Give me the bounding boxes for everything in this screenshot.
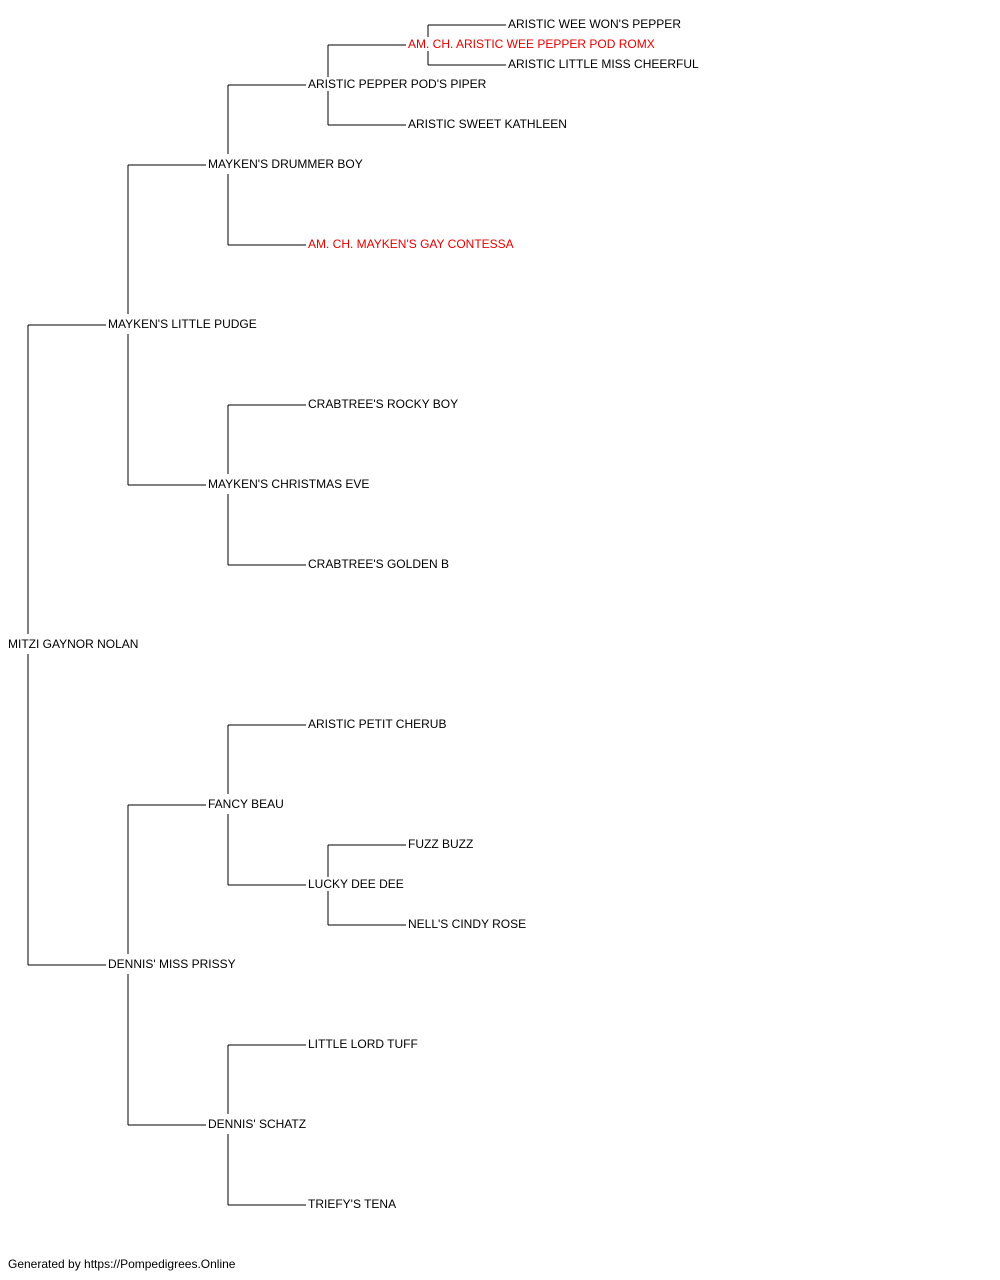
pedigree-node-mayken-s-drummer-boy: MAYKEN'S DRUMMER BOY [208, 157, 363, 171]
pedigree-node-mayken-s-little-pudge: MAYKEN'S LITTLE PUDGE [108, 317, 257, 331]
pedigree-node-aristic-wee-won-s-pepper: ARISTIC WEE WON'S PEPPER [508, 17, 681, 31]
footer-credit: Generated by https://Pompedigrees.Online [8, 1257, 236, 1271]
pedigree-node-am-ch-mayken-s-gay-contessa: AM. CH. MAYKEN'S GAY CONTESSA [308, 237, 514, 251]
pedigree-node-fancy-beau: FANCY BEAU [208, 797, 284, 811]
pedigree-node-am-ch-aristic-wee-pepper-pod-romx: AM. CH. ARISTIC WEE PEPPER POD ROMX [408, 37, 655, 51]
pedigree-node-aristic-sweet-kathleen: ARISTIC SWEET KATHLEEN [408, 117, 567, 131]
pedigree-node-aristic-petit-cherub: ARISTIC PETIT CHERUB [308, 717, 446, 731]
pedigree-node-mitzi-gaynor-nolan: MITZI GAYNOR NOLAN [8, 637, 138, 651]
pedigree-node-crabtree-s-rocky-boy: CRABTREE'S ROCKY BOY [308, 397, 458, 411]
pedigree-node-dennis-miss-prissy: DENNIS' MISS PRISSY [108, 957, 236, 971]
pedigree-node-triefy-s-tena: TRIEFY'S TENA [308, 1197, 396, 1211]
pedigree-node-aristic-pepper-pod-s-piper: ARISTIC PEPPER POD'S PIPER [308, 77, 487, 91]
pedigree-node-crabtree-s-golden-b: CRABTREE'S GOLDEN B [308, 557, 449, 571]
pedigree-node-aristic-little-miss-cheerful: ARISTIC LITTLE MISS CHEERFUL [508, 57, 699, 71]
pedigree-node-little-lord-tuff: LITTLE LORD TUFF [308, 1037, 418, 1051]
pedigree-node-mayken-s-christmas-eve: MAYKEN'S CHRISTMAS EVE [208, 477, 369, 491]
pedigree-node-dennis-schatz: DENNIS' SCHATZ [208, 1117, 306, 1131]
pedigree-node-nell-s-cindy-rose: NELL'S CINDY ROSE [408, 917, 526, 931]
pedigree-node-fuzz-buzz: FUZZ BUZZ [408, 837, 473, 851]
pedigree-node-lucky-dee-dee: LUCKY DEE DEE [308, 877, 404, 891]
